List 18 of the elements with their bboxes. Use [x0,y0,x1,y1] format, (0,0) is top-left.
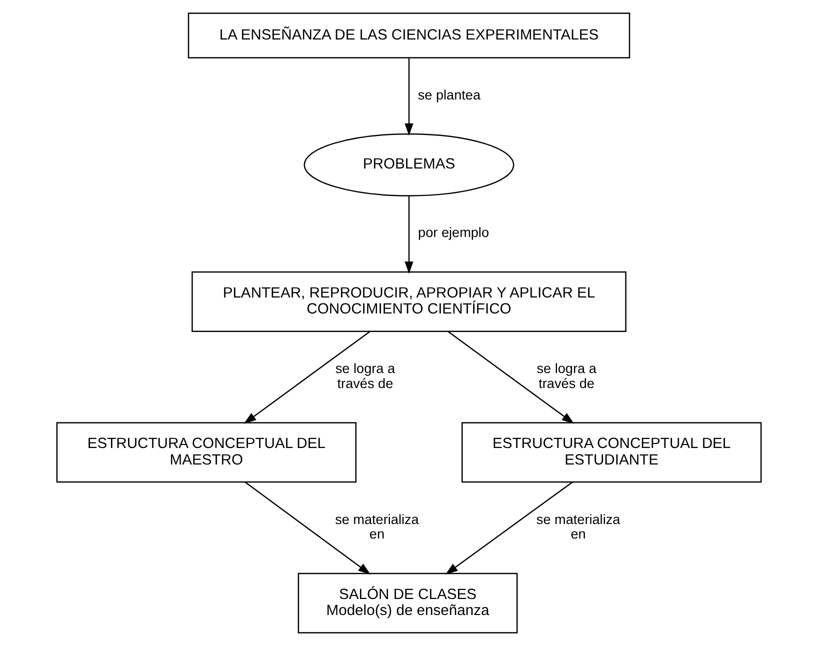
arrow [404,196,414,274]
edge-label: se logra a través de [536,361,596,391]
node-box: LA ENSEÑANZA DE LAS CIENCIAS EXPERIMENTALES [188,12,630,58]
edge-label: se plantea [418,87,481,102]
arrow [448,331,574,424]
arrow [404,58,414,136]
arrow [244,331,370,424]
edge-label: se materializa en [536,512,620,542]
node-box: ESTRUCTURA CONCEPTUAL DEL ESTUDIANTE [462,422,762,483]
arrow [445,482,573,574]
edge-label: se logra a través de [335,361,396,391]
node-box: PLANTEAR, REPRODUCIR, APROPIAR Y APLICAR EL CONOCIMIENTO CIENTÍFICO [192,271,626,332]
edge-label: por ejemplo [418,225,490,240]
node-box: ESTRUCTURA CONCEPTUAL DEL MAESTRO [56,422,356,483]
edge-label: se materializa en [335,512,419,542]
node-ellipse: PROBLEMAS [304,133,514,196]
arrow [244,482,371,574]
node-box: SALÓN DE CLASES Modelo(s) de enseñanza [298,572,518,634]
